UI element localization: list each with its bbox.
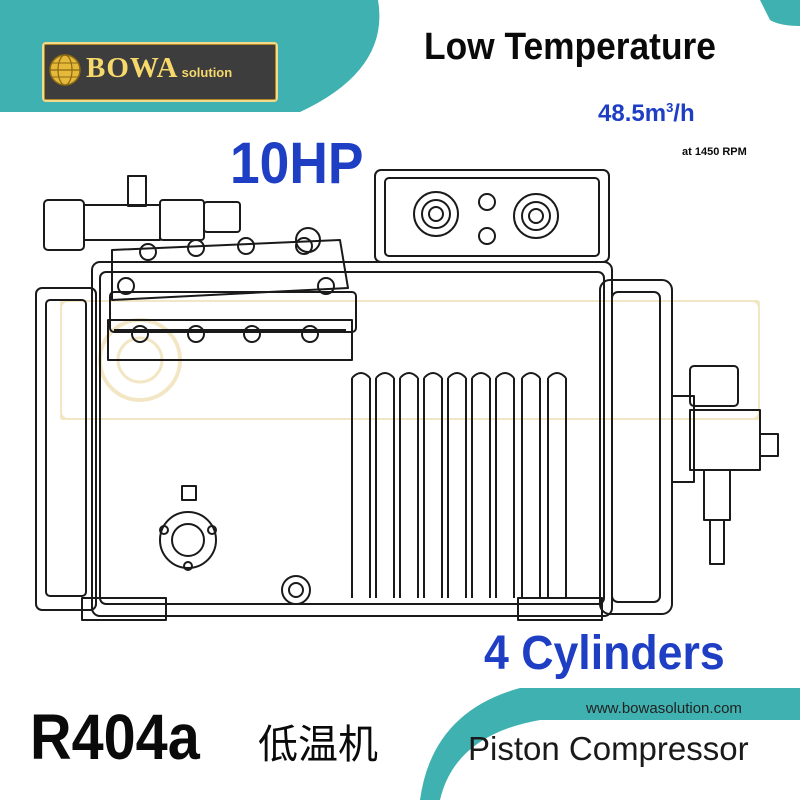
displacement-value: 48.5m3/h [598,100,695,128]
flow-value: 48.5m [598,100,667,127]
product-category: Low Temperature [424,26,716,68]
globe-icon [49,54,81,86]
cylinder-count: 4 Cylinders [484,627,725,680]
website-url: www.bowasolution.com [586,700,742,717]
flow-unit: /h [673,100,695,127]
logo-sub: solution [181,65,233,80]
chinese-label: 低温机 [258,722,378,768]
flow-exponent: 3 [666,100,674,115]
logo-main: BOWA [86,52,179,84]
product-type: Piston Compressor [468,730,749,767]
power-rating: 10HP [230,131,364,196]
refrigerant-label: R404a [30,701,200,773]
rpm-note: at 1450 RPM [682,146,747,158]
logo-badge [42,42,278,102]
